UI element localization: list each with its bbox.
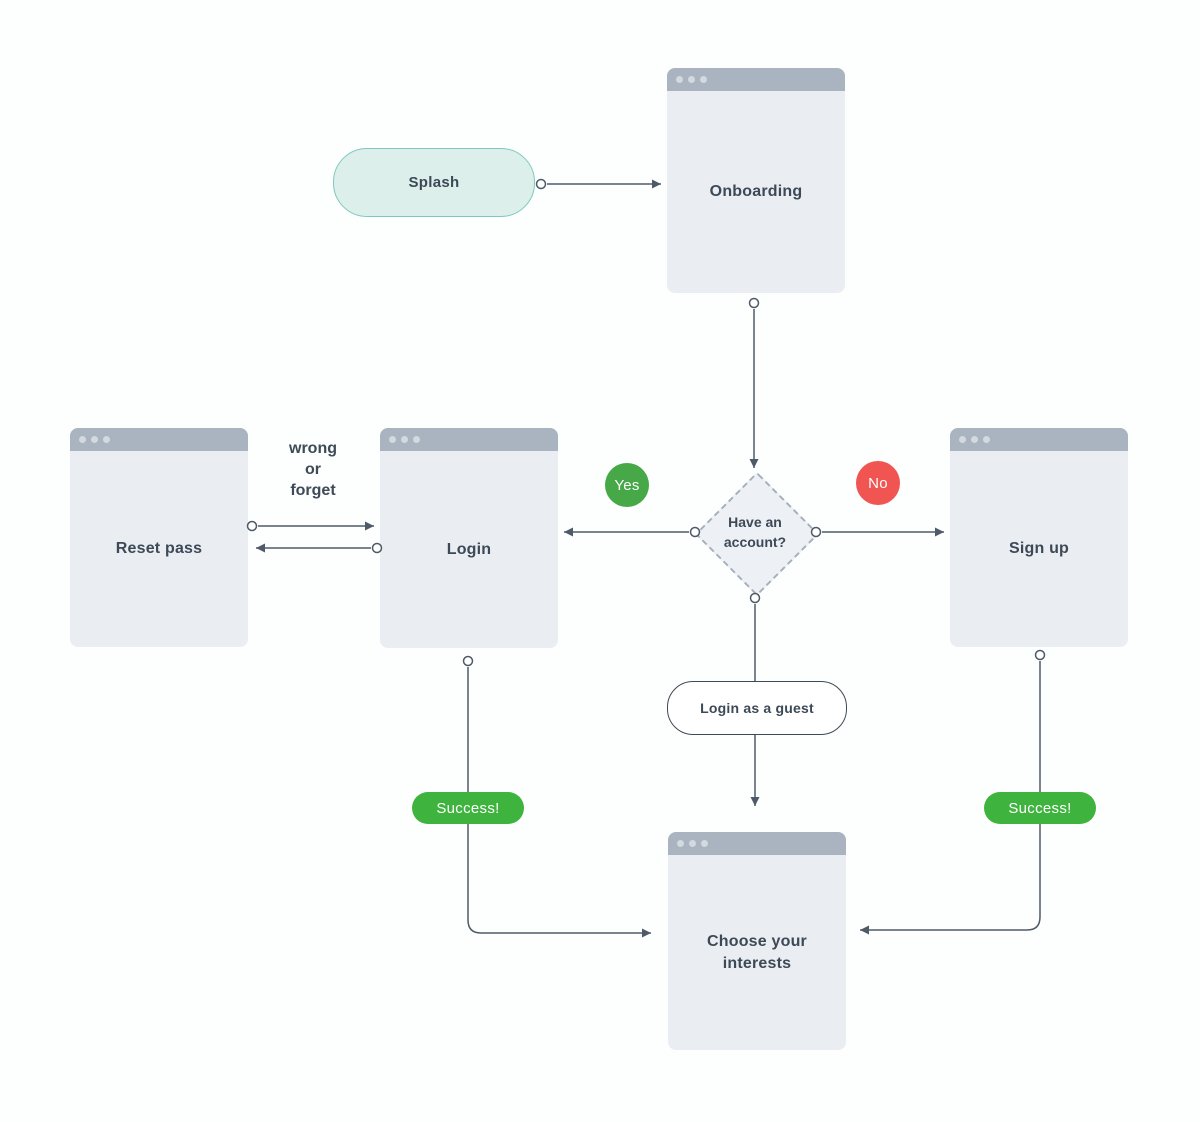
screen-choose-interests: Choose your interests [668,832,846,1050]
window-titlebar [950,428,1128,451]
screen-login-label: Login [446,540,492,558]
window-dot-icon [677,840,684,847]
edge-decision-to-login-yes [564,526,701,538]
window-dot-icon [401,436,408,443]
window-dot-icon [971,436,978,443]
window-dot-icon [413,436,420,443]
window-dot-icon [79,436,86,443]
window-dot-icon [700,76,707,83]
screen-sign-up: Sign up [950,428,1128,647]
window-titlebar [668,832,846,855]
window-dot-icon [676,76,683,83]
window-dot-icon [983,436,990,443]
screen-login: Login [380,428,558,648]
decision-have-account-label: Have an account? [723,514,787,550]
screen-choose-interests-label: Choose your interests [707,932,807,972]
screen-onboarding-label: Onboarding [709,183,803,201]
window-dot-icon [689,840,696,847]
window-titlebar [380,428,558,451]
screen-onboarding: Onboarding [667,68,845,293]
node-splash: Splash [333,148,535,217]
edge-resetpass-to-login [246,520,374,532]
screen-reset-pass: Reset pass [70,428,248,647]
edge-label-wrong-or-forget: wrong or forget [289,440,337,499]
window-dot-icon [688,76,695,83]
window-dot-icon [959,436,966,443]
edge-signup-to-choose-success [860,649,1046,935]
edge-onboarding-to-decision [748,297,760,468]
screen-reset-pass-label: Reset pass [115,540,203,558]
edge-splash-to-onboarding [535,178,661,190]
window-dot-icon [91,436,98,443]
node-login-as-guest: Login as a guest [667,681,847,735]
window-titlebar [667,68,845,91]
badge-success-signup: Success! [984,792,1096,824]
edge-decision-to-signup-no [810,526,944,538]
window-titlebar [70,428,248,451]
screen-sign-up-label: Sign up [1008,540,1070,558]
badge-no: No [856,461,900,505]
edge-login-to-resetpass [256,542,383,554]
window-dot-icon [389,436,396,443]
badge-yes: Yes [605,463,649,507]
window-dot-icon [701,840,708,847]
window-dot-icon [103,436,110,443]
badge-success-login: Success! [412,792,524,824]
